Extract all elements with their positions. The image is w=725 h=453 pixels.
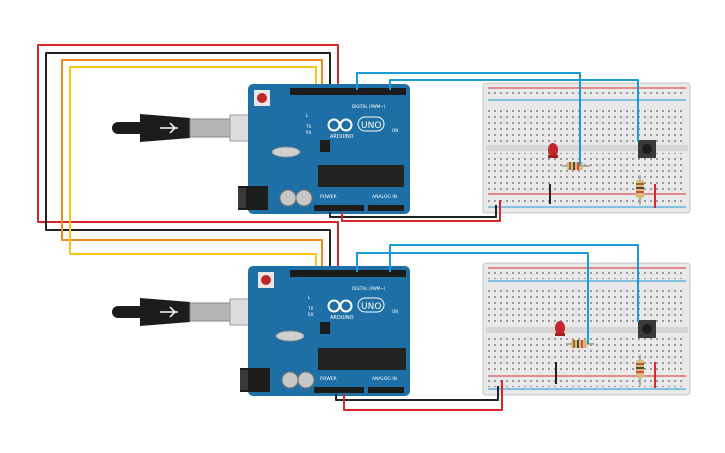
breadboard-top[interactable] (482, 82, 691, 214)
l-label: L (308, 295, 311, 300)
wire-black[interactable] (335, 386, 499, 401)
resistor-bottom-left[interactable] (566, 340, 594, 348)
breadboard-bottom[interactable] (482, 262, 691, 396)
pushbutton-bottom[interactable] (638, 320, 656, 338)
wire-black[interactable] (329, 205, 497, 218)
icsp-header (320, 322, 330, 334)
digital-header (290, 270, 406, 277)
pushbutton-top[interactable] (638, 140, 656, 158)
wire-red[interactable] (343, 380, 503, 411)
analog-label: ANALOG IN (372, 194, 397, 200)
board-brand: ARDUINO (330, 315, 354, 321)
wire-yellow[interactable] (69, 66, 317, 268)
board-model: UNO (361, 121, 381, 131)
usb-symbol-icon (160, 306, 178, 318)
led-bottom[interactable] (555, 321, 565, 336)
power-label: POWER (320, 376, 337, 382)
usb-connector-top (189, 118, 231, 138)
arduino-board-bottom[interactable]: ARDUINO UNO DIGITAL (PWM~) POWER ANALOG … (240, 266, 410, 396)
rx-label: RX (308, 312, 314, 317)
power-header (314, 205, 364, 211)
resistor-top-right[interactable] (636, 175, 644, 205)
wire-black[interactable] (45, 52, 331, 268)
capacitor (279, 189, 297, 207)
arduino-board-top[interactable]: ARDUINO UNO DIGITAL (PWM~) POWER ANALOG … (238, 84, 410, 214)
tx-label: TX (305, 124, 311, 129)
analog-label: ANALOG IN (372, 376, 397, 382)
icsp-header (320, 140, 330, 152)
capacitor (297, 371, 315, 389)
arduino-logo-icon (339, 118, 353, 132)
capacitor (281, 371, 299, 389)
board-model: UNO (361, 302, 381, 312)
usb-cable-top (112, 114, 271, 142)
power-label: POWER (320, 194, 337, 200)
capacitor (295, 189, 313, 207)
led-top[interactable] (548, 143, 558, 158)
power-header (314, 387, 364, 393)
digital-label: DIGITAL (PWM~) (352, 104, 386, 109)
wire-blue[interactable] (356, 72, 581, 166)
resistor-bottom-right[interactable] (636, 355, 644, 386)
board-breadboard-wires (329, 72, 639, 411)
analog-header (368, 205, 404, 211)
arduino-logo-icon (339, 299, 353, 313)
wire-red[interactable] (341, 200, 501, 222)
inter-board-wires (37, 44, 339, 268)
tx-label: TX (307, 306, 313, 311)
usb-cable-bottom (112, 298, 271, 326)
wire-orange[interactable] (61, 59, 323, 268)
usb-symbol-icon (160, 122, 178, 134)
crystal (271, 146, 301, 158)
analog-header (368, 387, 404, 393)
l-label: L (306, 113, 309, 118)
board-brand: ARDUINO (330, 134, 354, 140)
on-label: ON (392, 128, 398, 133)
wire-blue[interactable] (389, 79, 639, 142)
on-label: ON (392, 309, 398, 314)
wire-blue[interactable] (356, 252, 589, 344)
digital-header (290, 88, 406, 95)
crystal (275, 330, 305, 342)
wire-blue[interactable] (389, 244, 639, 322)
rx-label: RX (306, 130, 312, 135)
wire-red[interactable] (37, 44, 339, 268)
digital-label: DIGITAL (PWM~) (352, 286, 386, 291)
atmega-chip (318, 165, 404, 187)
atmega-chip (318, 348, 406, 370)
usb-connector-bottom (189, 302, 231, 322)
